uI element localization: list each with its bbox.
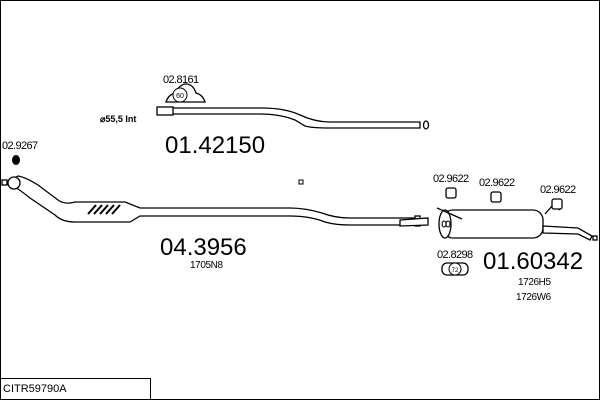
catalyst-pipe-ref: 1705N8 xyxy=(190,260,223,271)
marker xyxy=(298,179,304,185)
front-pipe[interactable] xyxy=(156,106,430,130)
catalyst-pipe-code[interactable]: 04.3956 xyxy=(160,234,247,261)
clamp-code: 02.8298 xyxy=(437,249,473,261)
hanger-icon xyxy=(551,198,563,210)
hanger-icon xyxy=(445,187,457,199)
rear-silencer-ref: 1726H5 xyxy=(518,277,551,288)
clamp-icon: 72 xyxy=(441,262,469,276)
hanger-icon xyxy=(490,191,502,203)
hanger-code: 02.9622 xyxy=(479,177,515,189)
rear-silencer-code[interactable]: 01.60342 xyxy=(483,248,583,275)
hanger-code: 02.9622 xyxy=(540,184,576,196)
vehicle-code: CITR59790A xyxy=(3,383,67,395)
rear-silencer[interactable] xyxy=(399,204,598,241)
gasket-code: 02.9267 xyxy=(2,140,38,152)
clamp-size: 72 xyxy=(452,268,459,274)
hanger-code: 02.9622 xyxy=(433,173,469,185)
front-pipe-code[interactable]: 01.42150 xyxy=(165,132,265,159)
diameter-note: ⌀55,5 Int xyxy=(100,114,136,124)
hanger-icons xyxy=(445,187,563,210)
gasket-icon xyxy=(12,155,20,165)
clamp-size: 60 xyxy=(176,93,184,100)
clamp-icon: 60 xyxy=(165,83,206,103)
pipe-flange xyxy=(156,106,174,116)
catalyst-pipe[interactable] xyxy=(1,175,421,227)
rear-silencer-ref: 1726W6 xyxy=(516,292,552,303)
clamp-code: 02.8161 xyxy=(163,74,199,86)
